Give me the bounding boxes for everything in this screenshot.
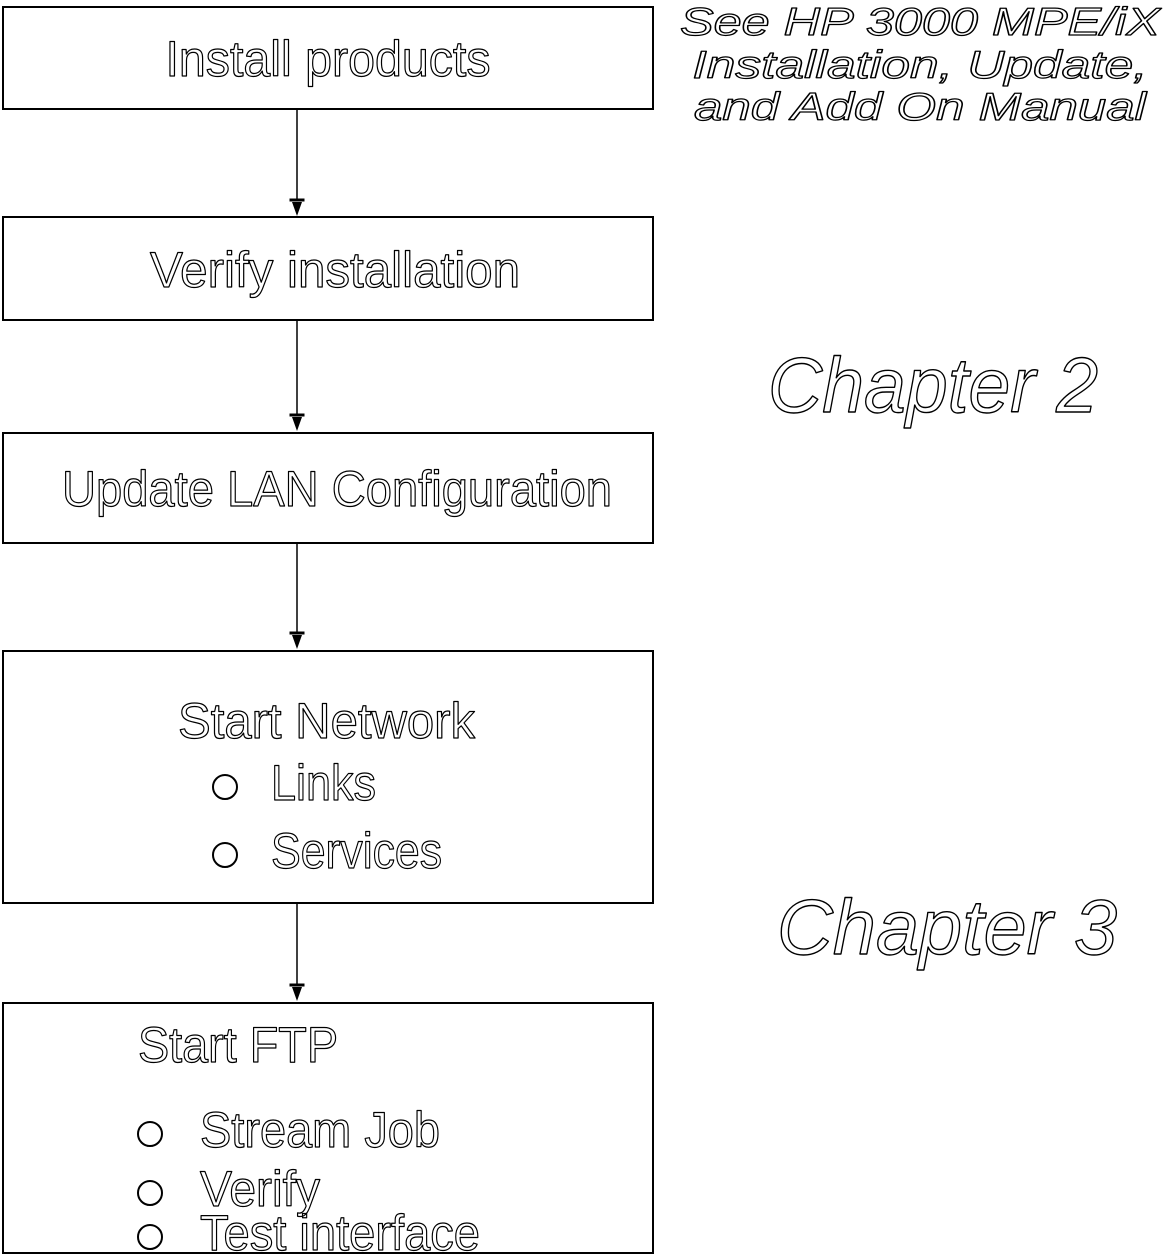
bullet-label-links: Links	[271, 755, 376, 811]
bullet-icon	[137, 1224, 163, 1250]
note-line: Installation, Update,	[693, 44, 1148, 87]
flow-box-update-lan-configuration	[2, 432, 654, 544]
arrow-down-icon	[289, 198, 305, 216]
note-line: See HP 3000 MPE/iX	[680, 1, 1163, 44]
bullet-icon	[137, 1180, 163, 1206]
flow-box-install-products	[2, 6, 654, 110]
box-label-update-lan-configuration: Update LAN Configuration	[62, 461, 612, 517]
bullet-icon	[212, 774, 238, 800]
box-label-start-network: Start Network	[178, 693, 476, 749]
box-label-start-ftp: Start FTP	[138, 1017, 338, 1073]
bullet-icon	[212, 842, 238, 868]
bullet-label-verify: Verify	[200, 1161, 320, 1217]
chapter-2-label: Chapter 2	[768, 341, 1098, 429]
flow-box-verify-installation	[2, 216, 654, 321]
arrow-down-icon	[289, 631, 305, 649]
bullet-icon	[137, 1121, 163, 1147]
curly-brace-chapter-3-icon	[692, 646, 739, 1228]
note-line: and Add On Manual	[694, 86, 1148, 129]
bullet-label-services: Services	[271, 823, 442, 879]
box-label-install-products: Install products	[166, 31, 491, 87]
arrow-down-icon	[289, 983, 305, 1001]
arrow-down-icon	[289, 413, 305, 431]
box-label-verify-installation: Verify installation	[150, 242, 520, 298]
chapter-3-label: Chapter 3	[777, 883, 1117, 971]
curly-brace-chapter-2-icon	[686, 206, 713, 554]
flow-box-start-network	[2, 650, 654, 904]
flow-box-start-ftp	[2, 1002, 654, 1254]
bullet-label-stream-job: Stream Job	[200, 1102, 440, 1158]
bullet-label-test-interface: Test interface	[200, 1205, 480, 1255]
